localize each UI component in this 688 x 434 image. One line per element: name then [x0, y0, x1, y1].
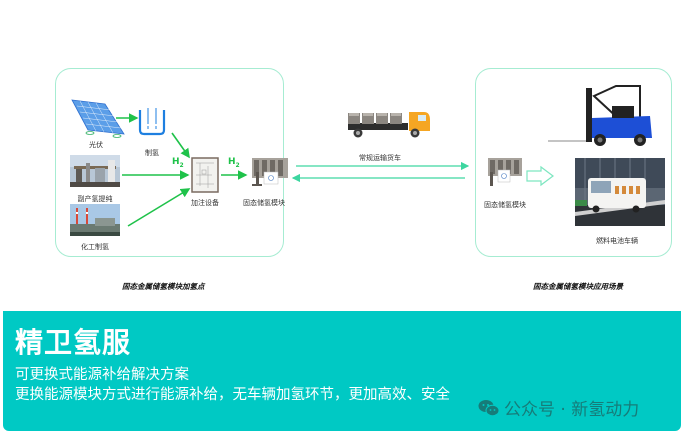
truck-icon	[348, 112, 430, 138]
solar-label: 光伏	[89, 141, 103, 149]
banner-subtitle: 可更换式能源补给解决方案	[15, 367, 189, 383]
byproduct-label: 副产氢提纯	[77, 195, 113, 203]
wechat-watermark: 公众号 · 新氢动力	[478, 395, 639, 420]
banner-title: 精卫氢服	[15, 326, 132, 359]
electrolysis-label: 制氢	[145, 149, 159, 157]
chemical-label: 化工制氢	[81, 243, 109, 251]
chemical-plant-image	[70, 204, 120, 236]
banner-description: 更换能源模块方式进行能源补给，无车辆加氢环节，更加高效、安全	[15, 387, 450, 403]
right-panel-caption: 固态金属储氢模块应用场景	[533, 282, 623, 291]
storage-module-icon	[252, 158, 288, 186]
h2-label-2: H2	[228, 157, 240, 169]
watermark-text: 公众号 · 新氢动力	[504, 400, 640, 420]
storage-module-right-label: 固态储氢模块	[484, 201, 526, 209]
flow-arrows	[116, 113, 248, 227]
truck-label: 常规运输货车	[359, 154, 401, 162]
fuel-cell-vehicle-image	[575, 158, 665, 226]
filling-equipment-icon	[191, 157, 219, 193]
hollow-arrow-icon	[526, 165, 554, 187]
info-banner: 精卫氢服 可更换式能源补给解决方案 更换能源模块方式进行能源补给，无车辆加氢环节…	[3, 311, 681, 431]
wechat-icon	[478, 399, 500, 416]
h2-label-1: H2	[172, 157, 184, 169]
diagram-graphics	[70, 85, 665, 236]
filling-label: 加注设备	[191, 199, 219, 207]
vehicle-label: 燃料电池车辆	[596, 237, 638, 245]
storage-module-right-icon	[488, 158, 522, 186]
electrolysis-tank-icon	[138, 108, 166, 136]
transport-arrows	[291, 161, 470, 183]
left-panel-caption: 固态金属储氢模块加氢点	[122, 282, 205, 291]
forklift-icon	[548, 85, 652, 146]
storage-module-label: 固态储氢模块	[243, 199, 285, 207]
solar-panel-icon	[71, 99, 125, 138]
byproduct-plant-image	[70, 155, 120, 187]
